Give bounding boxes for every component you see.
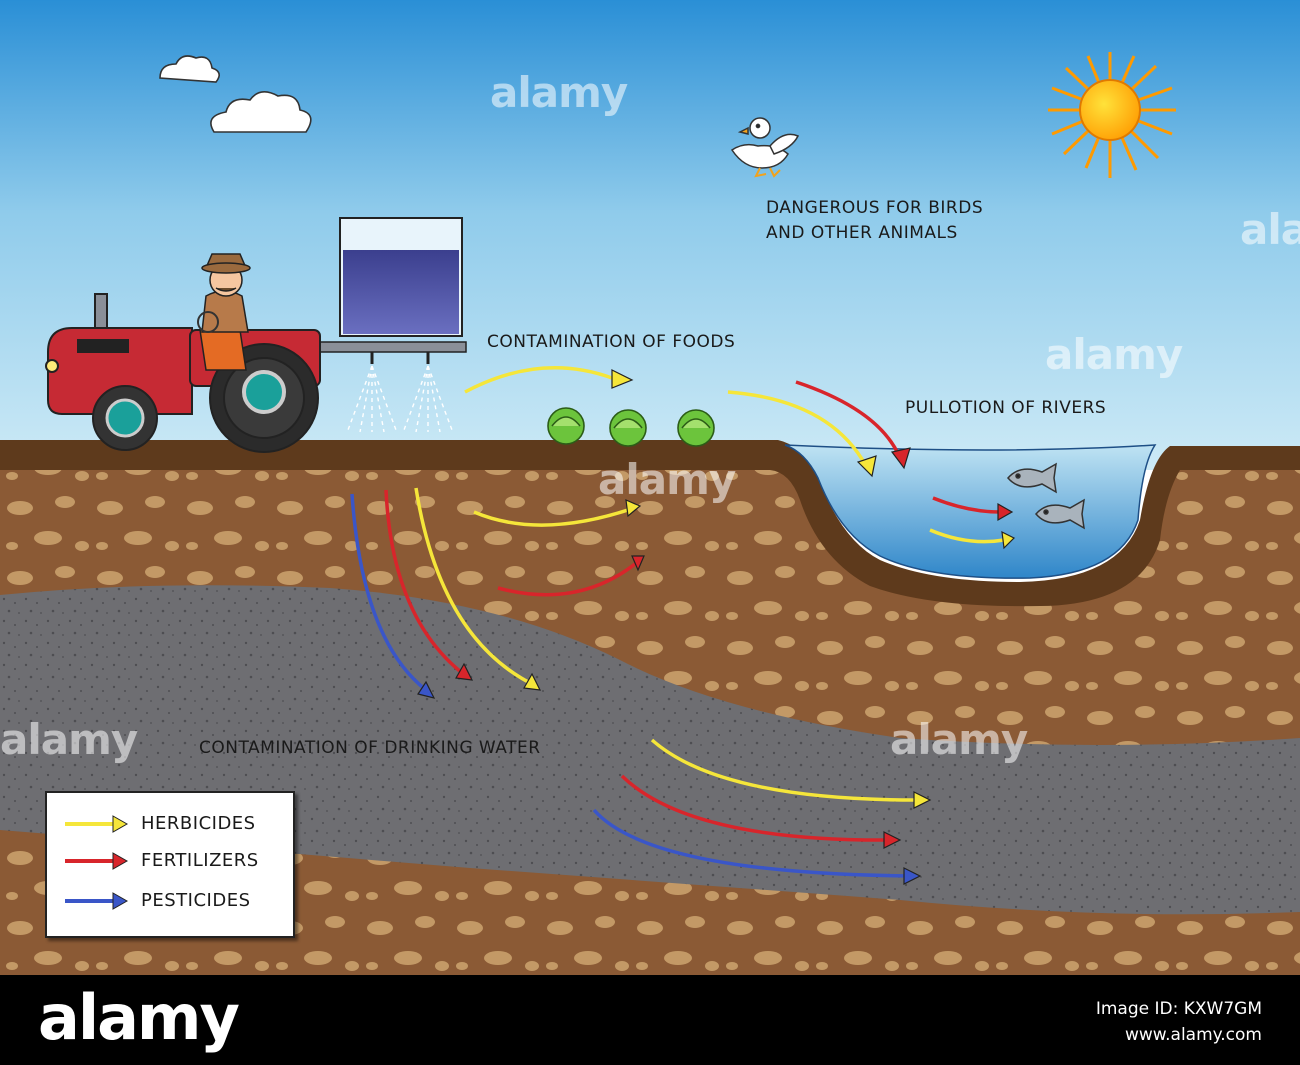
sprayer-tank <box>317 217 467 364</box>
river-water <box>784 444 1157 579</box>
sun-icon <box>1048 52 1176 178</box>
spray-mist <box>347 365 453 433</box>
blue-arrow-icon <box>65 892 129 910</box>
watermark-text: alamy <box>490 68 628 117</box>
watermark-text: alamy <box>598 455 736 504</box>
red-arrow-icon <box>65 852 129 870</box>
arrows-above-ground <box>464 366 1005 544</box>
legend-label: HERBICIDES <box>141 813 256 834</box>
source-url-text: www.alamy.com <box>1124 1025 1262 1045</box>
arrow-heads <box>417 369 1016 885</box>
cloud-small <box>159 55 220 83</box>
drinking-water-label: CONTAMINATION OF DRINKING WATER <box>199 738 541 758</box>
watermark-text: alamy <box>890 715 1028 764</box>
legend-label: PESTICIDES <box>141 890 251 911</box>
yellow-arrow-icon <box>65 815 129 833</box>
rivers-pollution-label: PULLOTION OF RIVERS <box>905 398 1107 418</box>
farmer-icon <box>197 253 251 371</box>
watermark-text: alamy <box>0 715 138 764</box>
birds-warning-line-2: AND OTHER ANIMALS <box>766 223 958 243</box>
legend-label: FERTILIZERS <box>141 850 259 871</box>
alamy-logo: alamy <box>38 981 240 1054</box>
fish-icon <box>1007 462 1085 530</box>
foods-contamination-label: CONTAMINATION OF FOODS <box>487 332 736 352</box>
cloud-large <box>210 91 312 133</box>
arrows-underground <box>350 487 917 878</box>
cabbage-crops <box>547 407 715 447</box>
watermark-text: alamy <box>1240 205 1300 254</box>
topsoil-band <box>0 440 1300 607</box>
birds-warning-label: DANGEROUS FOR BIRDS AND OTHER ANIMALS <box>766 196 983 246</box>
birds-warning-line-1: DANGEROUS FOR BIRDS <box>766 198 984 218</box>
bird-icon <box>730 117 800 178</box>
watermark-footer: alamy Image ID: KXW7GM www.alamy.com <box>0 975 1300 1065</box>
watermark-text: alamy <box>1045 330 1183 379</box>
legend: HERBICIDES FERTILIZERS PESTICIDES <box>45 791 295 938</box>
image-id-text: Image ID: KXW7GM <box>1095 999 1262 1019</box>
